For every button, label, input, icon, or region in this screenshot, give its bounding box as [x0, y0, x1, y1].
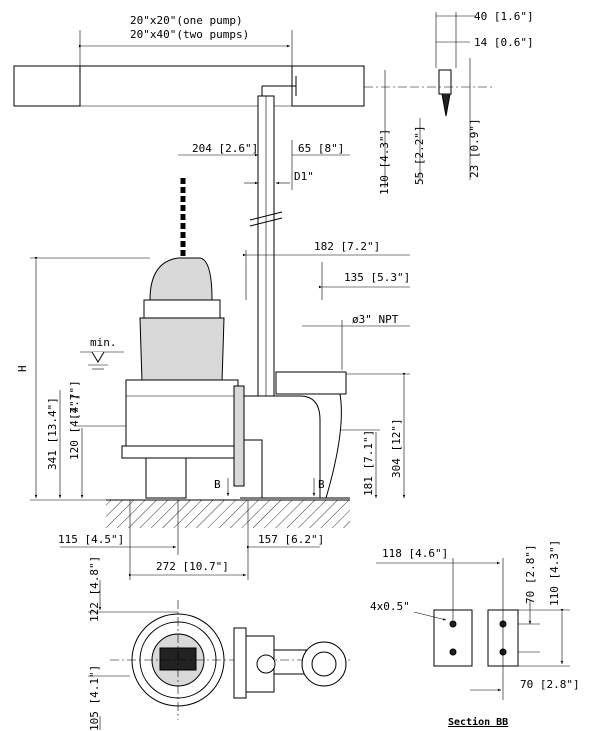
cover-slab [13, 65, 365, 107]
section-markers: B B [214, 478, 325, 496]
dim-135: 135 [5.3"] [344, 271, 410, 284]
holes-label: 4x0.5" [370, 600, 410, 613]
dim-157: 157 [6.2"] [258, 533, 324, 546]
section-mark-b-right: B [318, 478, 325, 491]
dim-118: 118 [4.6"] [382, 547, 448, 560]
guide-bracket-detail: 40 [1.6"] 14 [0.6"] 110 [4.3"] 55 [2.2"]… [378, 10, 534, 195]
pit-size-two-pumps: 20"x40"(two pumps) [130, 28, 249, 41]
pit-opening-dimension: 20"x20"(one pump) 20"x40"(two pumps) [79, 14, 293, 66]
section-bb-title: Section BB [448, 716, 508, 728]
dim-120: 120 [4.7"] [68, 394, 81, 460]
dim-110-guide: 110 [4.3"] [378, 129, 391, 195]
dim-14: 14 [0.6"] [474, 36, 534, 49]
plan-view [110, 600, 350, 720]
dim-304: 304 [12"] [390, 418, 403, 478]
min-water-level: min. [80, 336, 124, 370]
side-view-dimensions: 182 [7.2"] 135 [5.3"] ø3" NPT H 341 [13.… [16, 240, 410, 580]
dim-122: 122 [4.8"] [88, 556, 101, 622]
dim-23-guide: 23 [0.9"] [468, 118, 481, 178]
d1-label: D1" [294, 170, 314, 183]
top-dimensions: 204 [2.6"] 65 [8"] D1" [178, 140, 350, 190]
dim-110-section: 110 [4.3"] [548, 540, 561, 606]
dim-182: 182 [7.2"] [314, 240, 380, 253]
pump-body [121, 257, 243, 499]
guide-rails [249, 76, 297, 397]
dim-65: 65 [8"] [298, 142, 344, 155]
dim-70-vertical: 70 [2.8"] [524, 544, 537, 604]
min-label: min. [90, 336, 117, 349]
plan-view-dimensions: 122 [4.8"] 105 [4.1"] [88, 556, 178, 731]
section-bb: 118 [4.6"] 4x0.5" 70 [2.8"] 110 [4.3"] 7… [370, 540, 580, 728]
dim-40: 40 [1.6"] [474, 10, 534, 23]
dim-120-inch: [4.7"] [68, 380, 81, 420]
dim-55-guide: 55 [2.2"] [413, 125, 426, 185]
dim-204: 204 [2.6"] [192, 142, 258, 155]
dim-181: 181 [7.1"] [362, 430, 375, 496]
pit-size-one-pump: 20"x20"(one pump) [130, 14, 243, 27]
section-mark-b-left: B [214, 478, 221, 491]
dim-115: 115 [4.5"] [58, 533, 124, 546]
floor [106, 499, 350, 528]
dim-105: 105 [4.1"] [88, 665, 101, 731]
dim-70-horizontal: 70 [2.8"] [520, 678, 580, 691]
discharge-connection [233, 371, 350, 499]
dim-272: 272 [10.7"] [156, 560, 229, 573]
dim-h: H [16, 365, 29, 372]
dim-341: 341 [13.4"] [46, 397, 59, 470]
npt-label: ø3" NPT [352, 313, 399, 326]
